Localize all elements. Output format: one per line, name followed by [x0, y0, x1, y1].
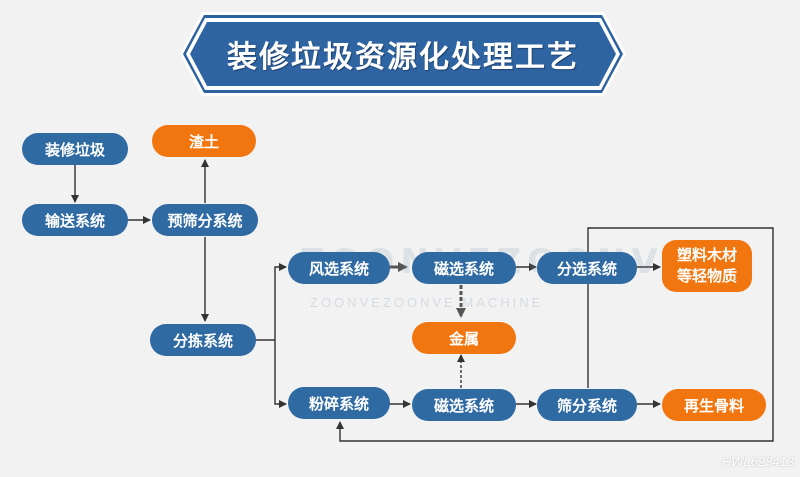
node-light-materials: 塑料木材 等轻物质: [662, 240, 752, 292]
node-soil: 渣土: [152, 125, 256, 157]
node-wind-select: 风选系统: [288, 252, 390, 284]
arrow-branch-to-crushing: [274, 340, 287, 408]
node-crushing: 粉碎系统: [288, 387, 390, 419]
watermark-text: ZOONVEZOONVE MACHINE: [310, 295, 544, 310]
node-metal: 金属: [412, 322, 516, 354]
title-banner: 装修垃圾资源化处理工艺: [190, 22, 616, 86]
node-recycled-aggregate: 再生骨料: [662, 389, 766, 421]
node-sorting: 分拣系统: [150, 324, 256, 356]
node-magnetic-2: 磁选系统: [412, 389, 516, 421]
image-id-watermark: HWL623413: [721, 454, 794, 469]
node-raw-waste: 装修垃圾: [22, 133, 128, 165]
page-title: 装修垃圾资源化处理工艺: [227, 40, 579, 75]
light-materials-line1: 塑料木材: [676, 246, 737, 264]
node-magnetic-1: 磁选系统: [412, 252, 516, 284]
light-materials-line2: 等轻物质: [676, 267, 737, 285]
node-sort-select: 分选系统: [537, 252, 637, 284]
arrow-branch-to-wind: [274, 263, 287, 340]
node-screening: 筛分系统: [537, 389, 637, 421]
node-conveyor: 输送系统: [22, 204, 128, 236]
node-pre-screen: 预筛分系统: [152, 204, 258, 236]
